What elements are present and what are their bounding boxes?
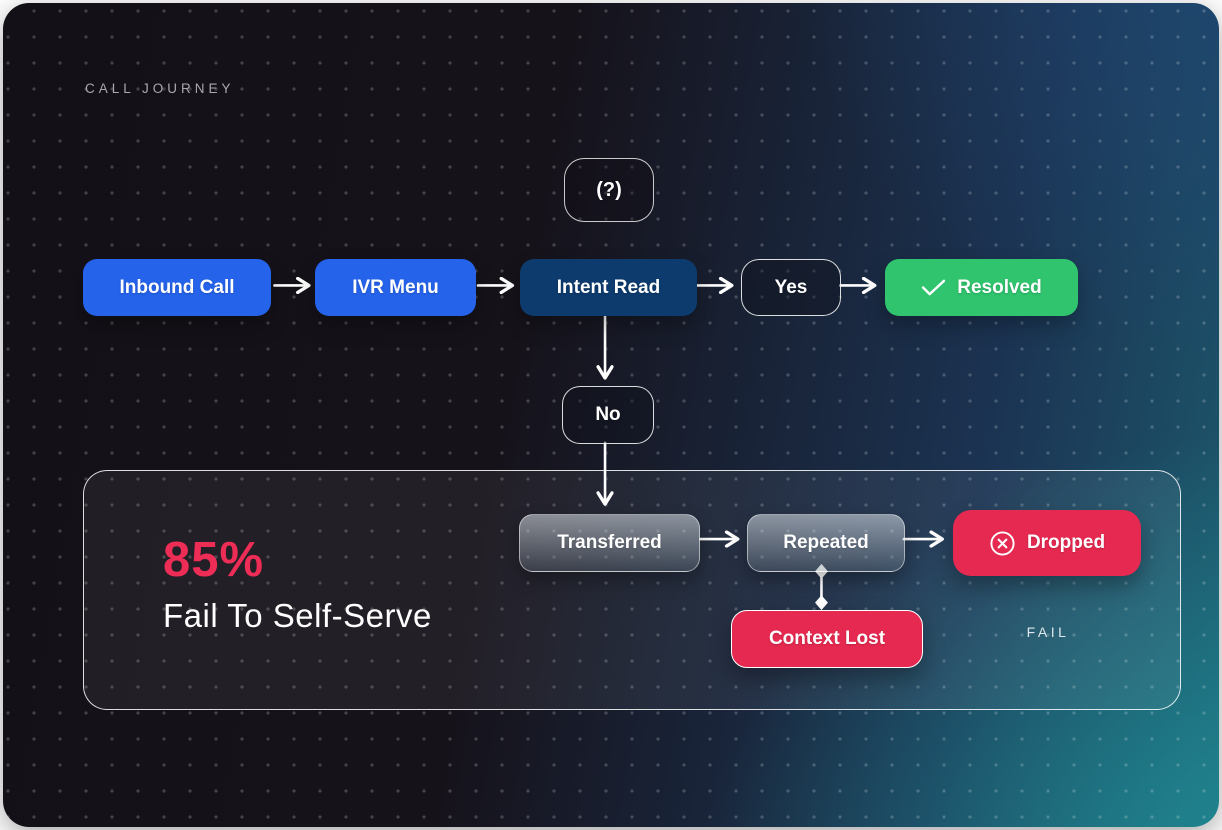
node-yes-label: Yes [774,276,808,298]
node-yes: Yes [741,259,841,316]
node-context-lost: Context Lost [731,610,923,668]
node-transferred-label: Transferred [557,532,662,553]
fail-stat: 85% Fail To Self-Serve [163,536,432,635]
node-ivr-menu: IVR Menu [315,259,476,316]
fail-stat-label: Fail To Self-Serve [163,597,432,634]
node-inbound-call-label: Inbound Call [119,276,235,298]
fail-caption: FAIL [1026,624,1070,640]
node-repeated: Repeated [747,514,905,572]
node-unknown-intent: (?) [564,158,654,222]
node-resolved: Resolved [885,259,1078,316]
node-ivr-menu-label: IVR Menu [352,276,439,298]
node-dropped-label: Dropped [1026,532,1106,553]
node-dropped: Dropped [953,510,1141,576]
node-repeated-label: Repeated [783,532,869,553]
fail-stat-value: 85% [163,533,265,587]
node-inbound-call: Inbound Call [83,259,271,316]
node-unknown-intent-label: (?) [596,178,622,201]
circle-x-icon [989,530,1016,557]
node-intent-read: Intent Read [520,259,697,316]
node-resolved-label: Resolved [957,276,1042,298]
check-icon [921,278,946,297]
call-journey-canvas: CALL JOURNEY (?) Inbound Call [3,3,1219,827]
node-intent-read-label: Intent Read [556,276,661,298]
page-title: CALL JOURNEY [85,81,235,96]
node-no-label: No [595,404,621,425]
node-transferred: Transferred [519,514,700,572]
node-no: No [562,386,654,444]
node-context-lost-label: Context Lost [768,628,886,649]
